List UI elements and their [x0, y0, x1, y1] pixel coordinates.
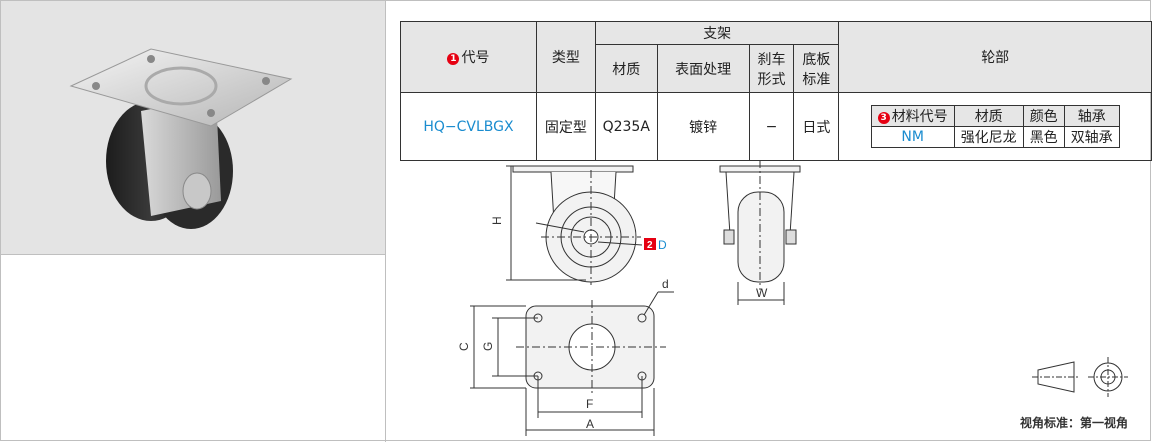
cell-surface: 镀锌 — [656, 92, 750, 161]
technical-drawing: H 2 D W C G — [457, 160, 1128, 436]
header-brake: 刹车形式 — [748, 44, 795, 93]
caster-photo-image — [69, 48, 293, 229]
dim-label-d: d — [662, 277, 669, 291]
photo-bottom-divider — [0, 254, 386, 255]
marker-2: 2 — [647, 240, 653, 251]
header-base: 底板标准 — [793, 44, 840, 93]
header-bracket-group: 支架 — [594, 21, 840, 45]
sub-cell-color: 黑色 — [1022, 126, 1065, 148]
side-view — [719, 160, 801, 305]
sub-cell-material: 强化尼龙 — [953, 126, 1024, 148]
sub-cell-bearing: 双轴承 — [1063, 126, 1120, 148]
cell-code: HQ−CVLBGX — [400, 92, 537, 161]
sub-header-material: 材质 — [953, 105, 1024, 127]
top-view — [470, 291, 674, 436]
marker-2-box — [644, 238, 656, 250]
marker-1: 1 — [447, 53, 460, 65]
panel-divider — [385, 0, 386, 442]
header-surface: 表面处理 — [656, 44, 750, 93]
dim-label-F: F — [586, 397, 593, 411]
header-material: 材质 — [594, 44, 658, 93]
cell-brake: − — [748, 92, 795, 161]
product-photo — [1, 1, 385, 254]
dim-label-D: D — [658, 238, 667, 252]
dim-label-G: G — [481, 342, 495, 351]
marker-3: 3 — [877, 112, 890, 124]
dim-label-A: A — [586, 417, 594, 431]
header-wheel-group: 轮部 — [838, 21, 1152, 93]
cell-base: 日式 — [793, 92, 840, 161]
header-type: 类型 — [535, 21, 596, 93]
dim-label-W: W — [756, 286, 768, 300]
front-view — [506, 165, 643, 285]
cell-type: 固定型 — [535, 92, 596, 161]
dim-label-C: C — [457, 342, 471, 351]
first-angle-projection-icon — [1032, 357, 1128, 397]
dim-label-H: H — [490, 216, 504, 225]
sub-cell-material-code: NM — [870, 126, 955, 148]
sub-header-color: 颜色 — [1022, 105, 1065, 127]
cell-material: Q235A — [594, 92, 658, 161]
sub-header-bearing: 轴承 — [1063, 105, 1120, 127]
view-standard-label: 视角标准：第一视角 — [1020, 416, 1129, 430]
